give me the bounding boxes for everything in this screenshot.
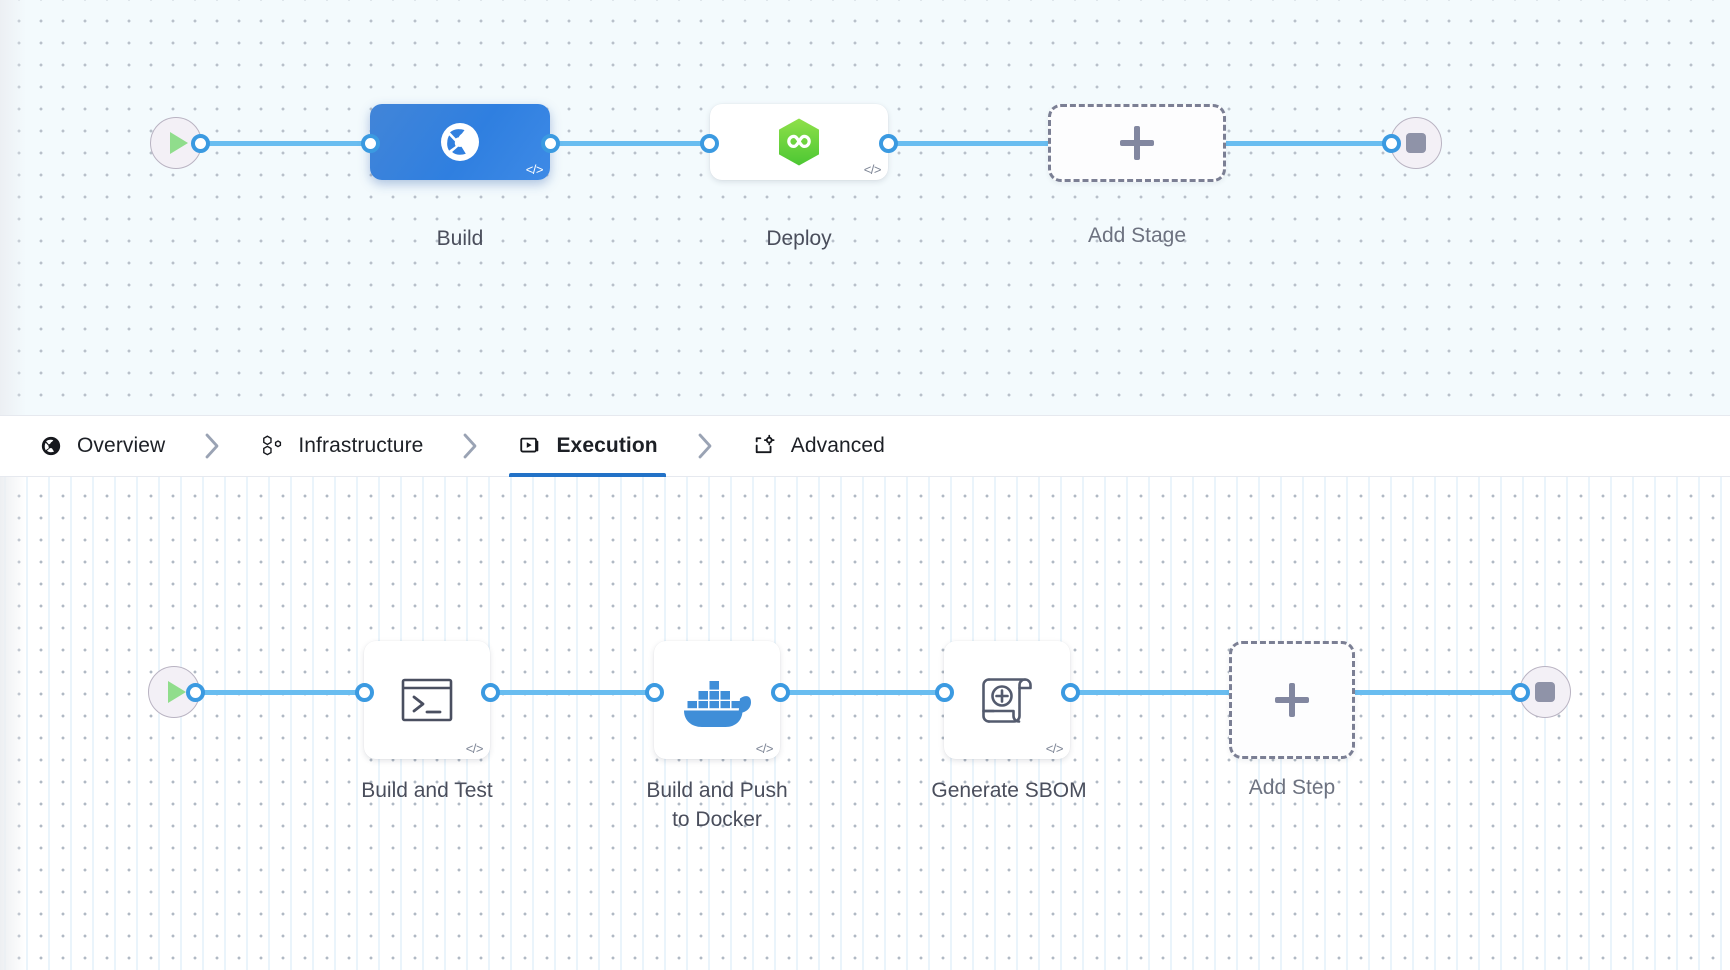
chevron-right-icon: [431, 416, 509, 476]
step-label-build-and-test: Build and Test: [361, 779, 493, 802]
code-badge: </>: [525, 162, 544, 177]
play-box-icon: [517, 433, 543, 459]
sbom-scroll-plus-icon: [982, 678, 1032, 723]
tab-label: Overview: [77, 434, 166, 457]
port-exec-start-out[interactable]: [186, 683, 205, 702]
tab-label: Infrastructure: [298, 434, 424, 457]
tab-advanced[interactable]: Advanced: [744, 416, 893, 476]
port-end-in[interactable]: [1382, 134, 1401, 153]
step-node-build-and-push-to-docker[interactable]: </>: [654, 641, 780, 759]
harness-ci-icon: [441, 123, 479, 161]
tab-label: Advanced: [790, 434, 885, 457]
chevron-right-icon: [173, 416, 251, 476]
edge-deploy-to-add: [880, 141, 1070, 146]
stop-icon: [1406, 133, 1426, 153]
code-badge: </>: [1045, 741, 1064, 756]
stage-label-deploy: Deploy: [766, 227, 832, 250]
edge-build-to-deploy: [540, 141, 730, 146]
add-step-label: Add Step: [1248, 776, 1336, 799]
code-badge: </>: [465, 741, 484, 756]
step-node-build-and-test[interactable]: </>: [364, 641, 490, 759]
step-node-generate-sbom[interactable]: </>: [944, 641, 1070, 759]
execution-graph-canvas[interactable]: </> Build and Test: [0, 477, 1730, 970]
port-docker-in[interactable]: [645, 683, 664, 702]
port-sbom-in[interactable]: [935, 683, 954, 702]
code-badge: </>: [755, 741, 774, 756]
tab-label: Execution: [556, 434, 658, 457]
port-exec-end-in[interactable]: [1511, 683, 1530, 702]
terminal-icon: [401, 678, 453, 722]
edge-docker-to-sbom: [770, 690, 960, 695]
port-start-out[interactable]: [191, 134, 210, 153]
plus-icon: [1120, 126, 1154, 160]
code-badge: </>: [863, 162, 882, 177]
tab-execution[interactable]: Execution: [509, 416, 666, 477]
tab-infrastructure[interactable]: Infrastructure: [251, 416, 431, 476]
step-label-build-and-push-to-docker: Build and Push to Docker: [646, 779, 788, 831]
edge-start-to-buildtest: [185, 690, 380, 695]
stop-icon: [1535, 682, 1555, 702]
stage-config-tabbar: Overview Infrastructure: [0, 415, 1730, 477]
edge-sbom-to-addstep: [1060, 690, 1235, 695]
overview-pie-icon: [38, 433, 64, 459]
port-deploy-in[interactable]: [700, 134, 719, 153]
tab-overview[interactable]: Overview: [30, 416, 173, 476]
hexagon-cluster-icon: [259, 433, 285, 459]
add-stage-label: Add Stage: [1087, 224, 1187, 247]
edge-addstep-to-end: [1350, 690, 1525, 695]
box-gear-icon: [752, 433, 778, 459]
add-stage-node[interactable]: [1048, 104, 1226, 182]
port-build-out[interactable]: [541, 134, 560, 153]
port-buildtest-out[interactable]: [481, 683, 500, 702]
play-icon: [169, 132, 188, 154]
stage-label-build: Build: [436, 227, 484, 250]
chevron-right-icon: [666, 416, 744, 476]
step-label-generate-sbom: Generate SBOM: [931, 779, 1087, 802]
port-sbom-out[interactable]: [1061, 683, 1080, 702]
play-icon: [167, 681, 186, 703]
port-deploy-out[interactable]: [879, 134, 898, 153]
stage-node-deploy[interactable]: </>: [710, 104, 888, 180]
add-step-node[interactable]: [1229, 641, 1355, 759]
port-docker-out[interactable]: [771, 683, 790, 702]
edge-start-to-build: [190, 141, 380, 146]
edge-buildtest-to-docker: [480, 690, 670, 695]
docker-whale-icon: [684, 681, 751, 727]
edge-add-to-end: [1220, 141, 1420, 146]
harness-cd-infinity-icon: [779, 118, 819, 166]
stage-node-build[interactable]: </>: [370, 104, 550, 180]
port-buildtest-in[interactable]: [355, 683, 374, 702]
plus-icon: [1275, 683, 1309, 717]
stage-graph-canvas[interactable]: </> Build </> Deploy Add: [0, 0, 1730, 415]
port-build-in[interactable]: [361, 134, 380, 153]
